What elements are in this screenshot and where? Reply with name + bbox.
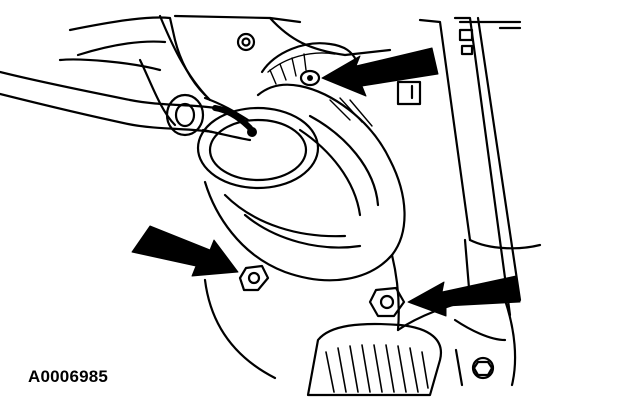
cable-rod <box>0 70 252 142</box>
rubber-boot <box>196 83 406 282</box>
dome-housing <box>260 42 358 85</box>
bottom-bolt <box>471 356 495 380</box>
pedal-arm <box>396 16 522 317</box>
left-fastener-arrow <box>131 225 239 277</box>
lower-left-nut <box>238 264 270 292</box>
upper-fastener-arrow <box>321 47 439 97</box>
lower-bracket <box>453 298 517 387</box>
right-fastener-arrow <box>407 275 521 317</box>
lower-right-nut <box>368 286 406 318</box>
top-bolt <box>236 32 256 52</box>
figure-id-label: A0006985 <box>28 367 109 386</box>
shift-rod <box>212 105 257 137</box>
upper-nut <box>299 69 321 87</box>
pedal-pad <box>306 322 443 397</box>
